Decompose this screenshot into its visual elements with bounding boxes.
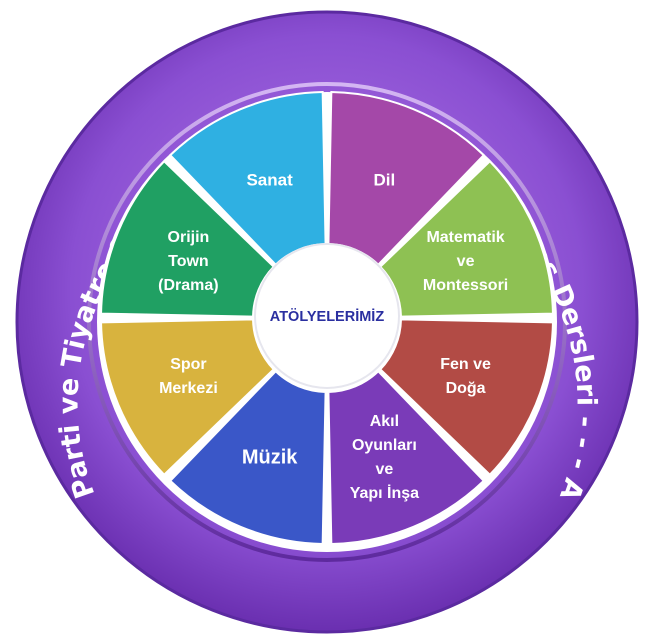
segment-label-muzik: Müzik bbox=[242, 447, 298, 469]
center-circle bbox=[254, 243, 400, 389]
segment-muzik bbox=[168, 369, 327, 545]
segment-spor bbox=[100, 318, 276, 477]
inner-bevel bbox=[87, 82, 567, 562]
segment-label-sanat: Sanat bbox=[246, 170, 293, 189]
center-label: ATÖLYELERİMİZ bbox=[270, 308, 385, 325]
segment-label-dil: Dil bbox=[374, 170, 396, 189]
segment-akil-oyunlari bbox=[327, 369, 486, 545]
segment-fen bbox=[378, 318, 554, 477]
segment-orijin-town bbox=[100, 159, 276, 318]
